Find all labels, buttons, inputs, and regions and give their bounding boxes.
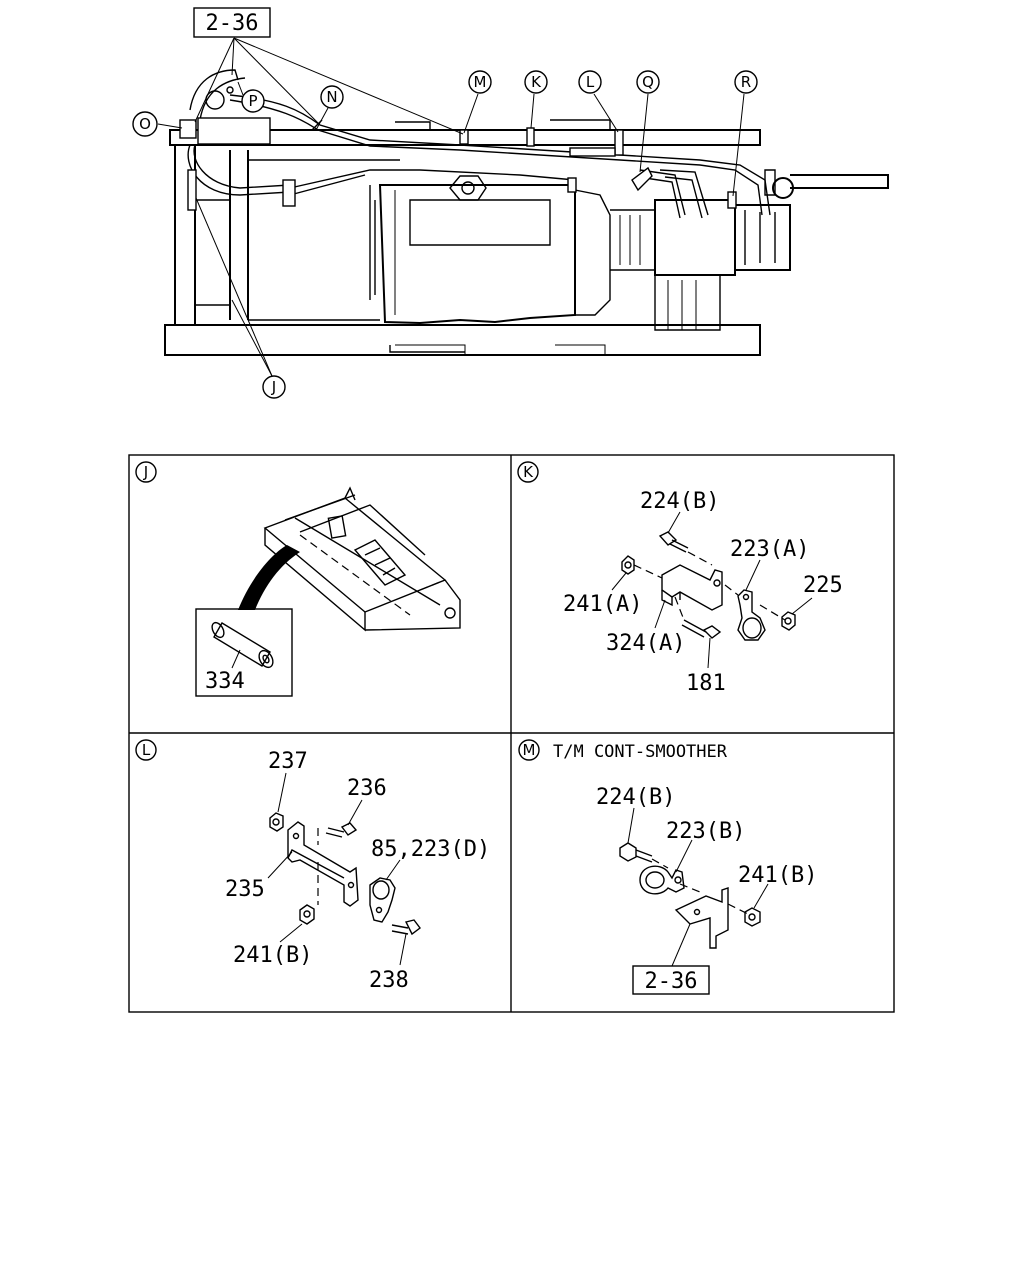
part-225: 225	[803, 573, 843, 598]
detail-box-334	[195, 608, 293, 697]
detail-grid	[128, 454, 895, 1013]
callout-J[interactable]: J	[262, 375, 286, 399]
panel-L-leaders	[267, 772, 407, 966]
callout-K[interactable]: K	[524, 70, 548, 94]
panel-M: M T/M CONT-SMOOTHER 224(B) 223	[518, 739, 817, 995]
part-223A: 223(A)	[730, 537, 809, 562]
part-235: 235	[225, 877, 265, 902]
bracket-assembly-K	[621, 531, 796, 641]
frame-crossmember-drawing	[263, 486, 461, 632]
callout-Q[interactable]: Q	[636, 70, 660, 94]
svg-text:L: L	[586, 73, 595, 91]
part-241B-M: 241(B)	[738, 863, 817, 888]
svg-text:J: J	[143, 463, 148, 481]
panel-M-letter: M	[518, 739, 540, 761]
panel-K: K	[517, 461, 843, 696]
bracket-assembly-M	[619, 842, 761, 949]
part-85-223D: 85,223(D)	[371, 837, 490, 862]
part-224B-M: 224(B)	[596, 785, 675, 810]
svg-text:M: M	[474, 73, 487, 91]
panel-J: J 334	[135, 461, 461, 697]
callout-N[interactable]: N	[320, 85, 344, 109]
svg-text:K: K	[523, 463, 534, 481]
pointer-arrow	[238, 545, 300, 610]
ref-box-2-36[interactable]: 2-36	[193, 7, 271, 38]
part-224B-K: 224(B)	[640, 489, 719, 514]
ref-box-2-36-M[interactable]: 2-36	[632, 965, 710, 995]
svg-text:R: R	[741, 73, 751, 91]
part-238: 238	[369, 968, 409, 993]
part-241B-L: 241(B)	[233, 943, 312, 968]
svg-text:2-36: 2-36	[206, 11, 259, 36]
part-334: 334	[205, 669, 245, 694]
svg-text:N: N	[326, 88, 337, 106]
panel-L: L	[135, 739, 490, 993]
part-324A: 324(A)	[606, 631, 685, 656]
panel-M-leaders	[627, 807, 769, 967]
part-241A: 241(A)	[563, 592, 642, 617]
callout-O[interactable]: O	[132, 111, 158, 137]
panel-K-letter: K	[517, 461, 539, 483]
overview-leaders	[157, 37, 745, 377]
panel-M-title: T/M CONT-SMOOTHER	[553, 742, 728, 762]
svg-text:O: O	[139, 115, 151, 133]
callout-P[interactable]: P	[241, 89, 265, 113]
svg-text:K: K	[531, 73, 542, 91]
svg-text:P: P	[248, 92, 257, 110]
bracket-assembly-L	[269, 812, 421, 936]
part-236: 236	[347, 776, 387, 801]
callout-R[interactable]: R	[734, 70, 758, 94]
panel-J-letter: J	[135, 461, 157, 483]
part-181: 181	[686, 671, 726, 696]
svg-text:L: L	[142, 741, 151, 759]
panel-L-letter: L	[135, 739, 157, 761]
svg-text:2-36: 2-36	[645, 969, 698, 994]
panel-K-leaders	[611, 511, 813, 669]
part-237: 237	[268, 749, 308, 774]
callout-M[interactable]: M	[468, 70, 492, 94]
svg-text:Q: Q	[642, 73, 654, 91]
part-223B: 223(B)	[666, 819, 745, 844]
svg-text:J: J	[271, 378, 276, 396]
svg-text:M: M	[523, 741, 536, 759]
callout-L[interactable]: L	[578, 70, 602, 94]
chassis-overview	[164, 69, 889, 356]
